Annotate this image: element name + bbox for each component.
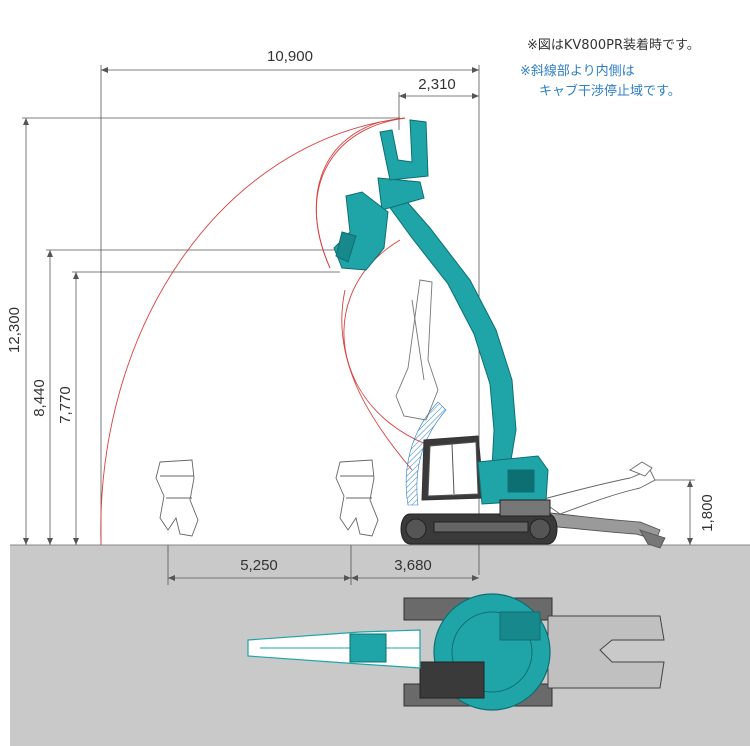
dim-height-mid: 8,440: [31, 379, 48, 417]
crusher-attachment: [333, 119, 429, 271]
plan-view: [247, 593, 665, 711]
cab: [421, 435, 485, 501]
ghost-attachment-mid: [335, 459, 379, 537]
note-hatched-area: ※斜線部より内側は: [520, 64, 635, 79]
dim-tip-offset: 2,310: [418, 76, 456, 93]
ghost-attachment-left: [155, 459, 199, 537]
dim-height-right: 1,800: [699, 494, 716, 532]
ghost-vertical-arm: [395, 279, 439, 421]
demolition-boom: [377, 177, 517, 469]
dim-ground-right: 3,680: [394, 557, 432, 574]
dim-height-max: 12,300: [6, 307, 23, 353]
note-cab-stop-zone: キャブ干渉停止域です。: [539, 84, 681, 99]
dim-height-low: 7,770: [57, 386, 74, 424]
upper-structure: [477, 455, 549, 505]
undercarriage: [400, 499, 558, 545]
dimension-arrows: [23, 67, 693, 581]
ghost-extended-arm: [538, 461, 656, 515]
cab-interference-zone: [405, 401, 447, 506]
lower-arm-dark: [539, 511, 666, 549]
dim-reach-total: 10,900: [267, 48, 313, 65]
dim-ground-left: 5,250: [240, 557, 278, 574]
note-attachment: ※図はKV800PR装着時です。: [527, 38, 700, 53]
